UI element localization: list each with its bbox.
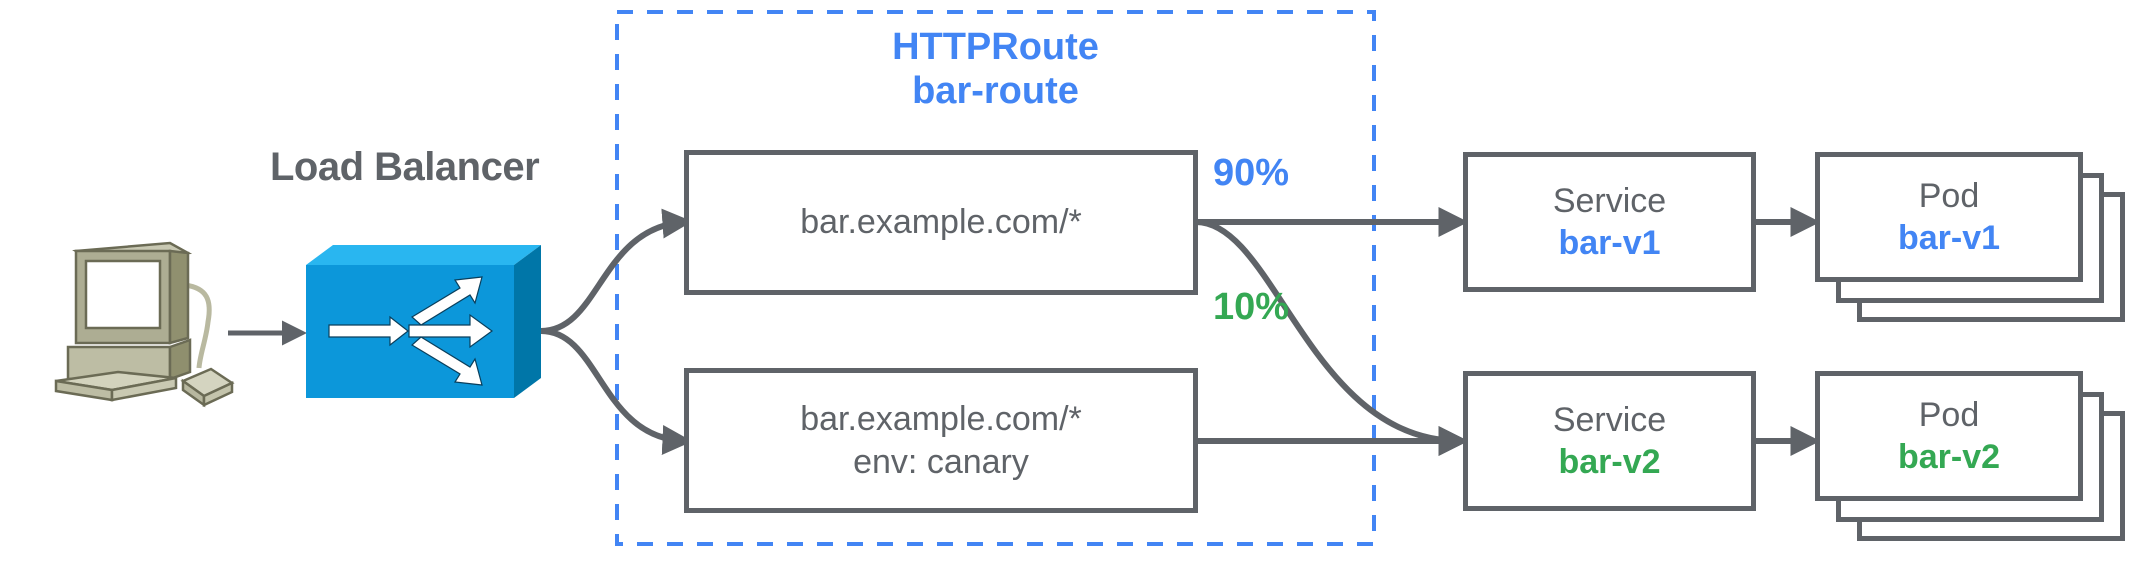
weight-label-90: 90% (1213, 152, 1290, 194)
rule-primary-text: bar.example.com/* (800, 201, 1082, 243)
rule-canary-line-1: bar.example.com/* (800, 400, 1082, 439)
rule-box-canary[interactable]: bar.example.com/* env: canary (684, 368, 1198, 513)
service-v2-name: bar-v2 (1558, 443, 1661, 481)
httproute-name: bar-route (912, 70, 1079, 113)
pod-v2-name: bar-v2 (1897, 438, 2001, 476)
service-v2-kind: Service (1552, 400, 1667, 439)
service-box-bar-v2[interactable]: Service bar-v2 (1463, 371, 1756, 511)
load-balancer-cube-icon (306, 245, 541, 398)
arrow-lb-to-rule-primary (540, 208, 693, 334)
service-v1-text: Service bar-v1 (1553, 180, 1666, 264)
arrow-lb-to-rule-canary (540, 328, 693, 455)
pod-box-bar-v2[interactable]: Pod bar-v2 (1815, 371, 2083, 501)
rule-canary-line-2: env: canary (853, 442, 1029, 481)
service-box-bar-v1[interactable]: Service bar-v1 (1463, 152, 1756, 292)
rule-primary-line-1: bar.example.com/* (800, 203, 1082, 242)
pod-v1-name: bar-v1 (1897, 219, 2001, 257)
weight-label-10: 10% (1213, 286, 1290, 328)
desktop-computer-icon (54, 241, 235, 408)
service-v1-kind: Service (1552, 181, 1667, 220)
service-v1-name: bar-v1 (1558, 224, 1661, 262)
pod-v1-kind: Pod (1918, 176, 1980, 215)
pod-v2-kind: Pod (1918, 395, 1980, 434)
httproute-region (615, 10, 1376, 546)
httproute-kind: HTTPRoute (892, 26, 1099, 68)
load-balancer-label: Load Balancer (270, 145, 540, 189)
pod-box-bar-v1[interactable]: Pod bar-v1 (1815, 152, 2083, 282)
rule-canary-text: bar.example.com/* env: canary (800, 398, 1082, 482)
httproute-title: HTTPRoute bar-route (617, 25, 1374, 113)
arrow-10-percent (1195, 219, 1469, 456)
rule-box-primary[interactable]: bar.example.com/* (684, 150, 1198, 295)
pod-v2-text: Pod bar-v2 (1898, 394, 2000, 478)
service-v2-text: Service bar-v2 (1553, 399, 1666, 483)
pod-v1-text: Pod bar-v1 (1898, 175, 2000, 259)
